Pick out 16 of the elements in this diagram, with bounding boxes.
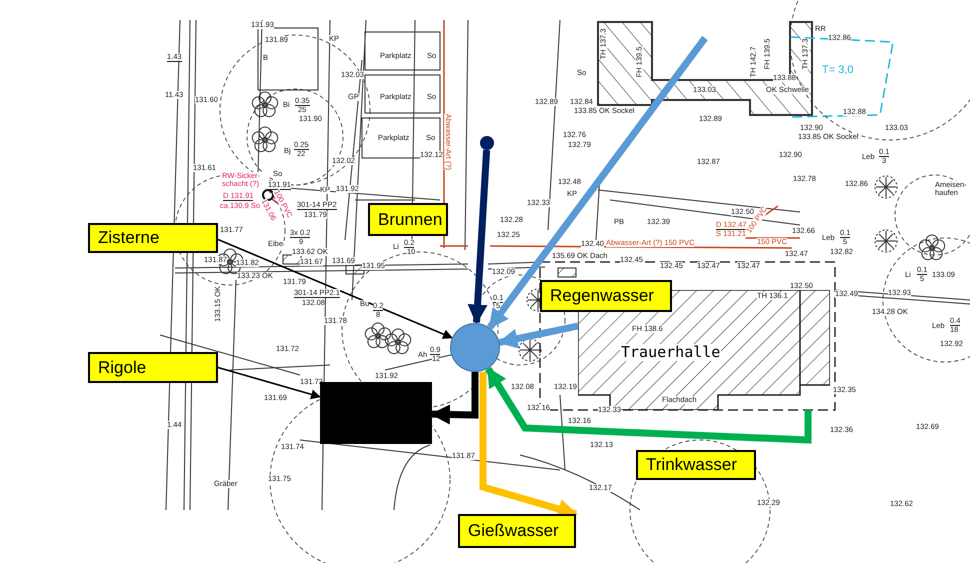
- callout-label: Trinkwasser: [636, 450, 756, 480]
- flow-arrow: [430, 372, 478, 424]
- callout-label: Brunnen: [368, 203, 448, 236]
- leader-line: [218, 366, 321, 400]
- start-dot: [480, 136, 494, 150]
- cistern-circle: [450, 323, 500, 372]
- callout-label: Regenwasser: [540, 280, 672, 312]
- flow-arrow: [498, 322, 579, 348]
- callout-label: Zisterne: [88, 223, 218, 253]
- flow-arrow: [487, 36, 708, 330]
- callout-label: Gießwasser: [458, 514, 576, 548]
- map-label: T= 3,0: [822, 64, 854, 76]
- leader-line: [218, 238, 453, 339]
- flow-arrow: [468, 150, 490, 324]
- building-name: Trauerhalle: [620, 344, 722, 361]
- callout-label: Rigole: [88, 352, 218, 383]
